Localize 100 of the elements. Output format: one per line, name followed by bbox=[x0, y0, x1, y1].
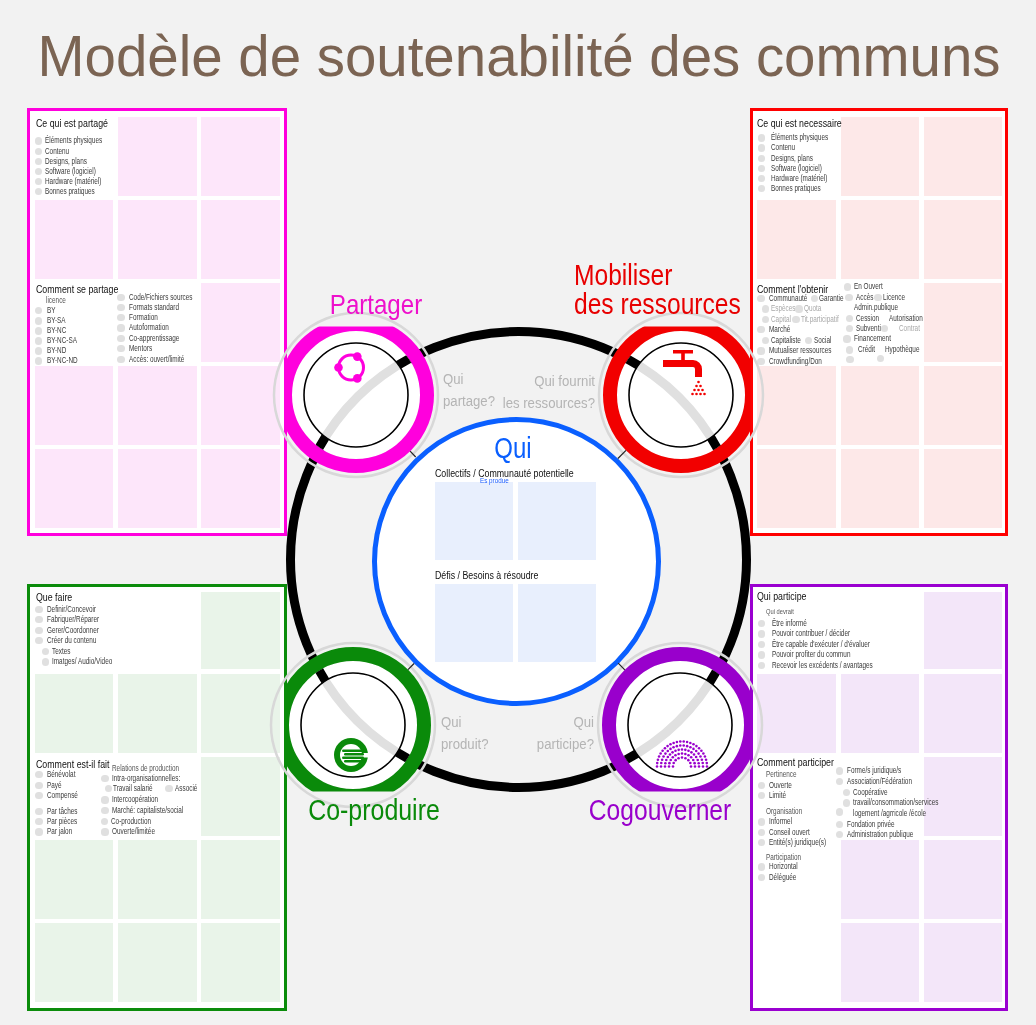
option-label: Administration publique bbox=[846, 829, 914, 840]
option-label: Payé bbox=[47, 780, 62, 790]
option-label: Associé bbox=[175, 784, 198, 794]
note-area bbox=[841, 923, 919, 1002]
option-label: Limité bbox=[769, 791, 787, 801]
option-label: BY bbox=[46, 306, 56, 316]
option-label: Definir/Concevoir bbox=[47, 604, 97, 614]
option-label: Coopérative bbox=[853, 787, 888, 797]
note-area bbox=[757, 674, 836, 753]
option-label: Financement bbox=[854, 334, 891, 344]
option-label: Contenu bbox=[45, 146, 70, 156]
option-label: Éléments physiques bbox=[770, 133, 828, 143]
option-label: Ouverte/limitée bbox=[111, 827, 155, 837]
option-label: Conseil ouvert bbox=[769, 827, 811, 837]
option-label: Fabriquer/Réparer bbox=[47, 615, 100, 625]
option-label: Par tâches bbox=[47, 806, 78, 816]
option-label: Code/Fichiers sources bbox=[129, 292, 193, 303]
option-label: Licence bbox=[883, 292, 905, 302]
section-heading: Comment se partage bbox=[36, 282, 119, 295]
note-area bbox=[924, 592, 1002, 669]
option-label: En Ouvert bbox=[854, 282, 884, 292]
note-area bbox=[118, 200, 197, 279]
subheading: Participation bbox=[766, 852, 802, 862]
section-heading: Ce qui est necessaire bbox=[757, 116, 843, 129]
note-area bbox=[757, 366, 836, 445]
note-area bbox=[118, 366, 197, 445]
option-label: Par jalon bbox=[47, 827, 73, 837]
option-label: Accès: ouvert/limité bbox=[129, 354, 185, 364]
option-label: Subventi bbox=[855, 324, 881, 334]
option-label: Bonnes pratiques bbox=[770, 184, 821, 194]
option-label: Pouvoir profiter du commun bbox=[771, 650, 851, 660]
section-heading: Comment est-il fait bbox=[36, 758, 110, 770]
option-label: Entité(s) juridique(s) bbox=[769, 837, 827, 848]
question-text: Qui produit? bbox=[441, 712, 489, 754]
note-area bbox=[201, 449, 280, 528]
option-label: Pouvoir contribuer / décider bbox=[771, 629, 850, 639]
note-area bbox=[201, 283, 280, 362]
option-label: Fondation privée bbox=[846, 819, 895, 829]
stage-title: Mobiliser des ressources bbox=[574, 259, 741, 318]
question-text: Qui participe? bbox=[536, 712, 594, 754]
section-heading: Que faire bbox=[36, 590, 73, 603]
option-label: Intra-organisationnelles: bbox=[111, 774, 180, 784]
option-label: Admin.publique bbox=[854, 303, 899, 313]
option-label: Intercoopération bbox=[111, 795, 158, 805]
canvas-panel bbox=[27, 108, 287, 536]
option-label: logement /agrricole /école bbox=[853, 809, 927, 819]
note-area bbox=[35, 449, 113, 528]
section-heading: Comment l'obtenir bbox=[757, 282, 829, 295]
note-area bbox=[841, 674, 919, 753]
note-area bbox=[924, 840, 1002, 919]
question-text: Qui partage? bbox=[443, 369, 495, 411]
connector-line bbox=[617, 449, 627, 460]
stage-title: Partager bbox=[329, 289, 422, 322]
option-label: Hardware (matériel) bbox=[45, 176, 102, 187]
option-label: Autorisation bbox=[889, 313, 923, 323]
option-label: Autoformation bbox=[129, 323, 169, 333]
option-label: Ouverte bbox=[769, 780, 792, 790]
option-label: Éléments physiques bbox=[45, 136, 103, 146]
option-label: travail/consommation/services bbox=[853, 798, 939, 808]
option-label: Informel bbox=[769, 817, 793, 827]
option-label: Marché: capitaliste/social bbox=[111, 806, 184, 816]
note-area bbox=[201, 674, 280, 753]
option-label: Contrat bbox=[899, 324, 921, 334]
option-label: Accès bbox=[855, 292, 874, 302]
option-label: Par pièces bbox=[47, 817, 78, 827]
option-label: Mutualiser ressources bbox=[769, 346, 832, 356]
option-label: Garantie bbox=[819, 294, 844, 304]
option-label: Créer du contenu bbox=[47, 636, 97, 646]
option-label: Mentors bbox=[129, 344, 153, 354]
note-area bbox=[35, 366, 113, 445]
option-label: Cession bbox=[856, 313, 880, 323]
option-label: Association/Fédération bbox=[846, 776, 912, 786]
option-label: Gerer/Coordonner bbox=[47, 625, 100, 635]
note-area bbox=[924, 674, 1002, 753]
connector-line bbox=[409, 450, 417, 458]
subheading: Collectifs / Communauté potentielle bbox=[434, 466, 574, 479]
option-label: BY-NC bbox=[46, 326, 66, 336]
subheading: licence bbox=[45, 296, 66, 306]
canvas-panel bbox=[750, 108, 1008, 536]
note-area bbox=[35, 200, 113, 279]
option-label: Espèces bbox=[770, 304, 795, 314]
stage-title: Cogouverner bbox=[588, 794, 732, 828]
section-heading: Qui participe bbox=[757, 589, 807, 602]
option-label: Formation bbox=[129, 313, 158, 323]
connector-line bbox=[407, 662, 415, 671]
option-label: BY-NC-SA bbox=[46, 336, 77, 346]
option-label: Crédit bbox=[857, 345, 875, 355]
option-label: Déléguée bbox=[769, 873, 797, 883]
option-label: Designs, plans bbox=[45, 156, 87, 167]
option-label: Forme/s juridique/s bbox=[846, 766, 901, 776]
option-label: Bénévolat bbox=[47, 769, 76, 779]
note-area bbox=[201, 200, 280, 279]
note-area bbox=[118, 449, 197, 528]
option-label: Marché bbox=[769, 325, 791, 335]
option-label: Software (logiciel) bbox=[45, 166, 96, 177]
option-label: Contenu bbox=[770, 143, 795, 153]
option-label: Horizontal bbox=[769, 862, 799, 872]
option-label: Bonnes pratiques bbox=[45, 187, 95, 197]
option-label: Designs, plans bbox=[770, 153, 813, 163]
option-label: Formats standard bbox=[129, 302, 180, 313]
